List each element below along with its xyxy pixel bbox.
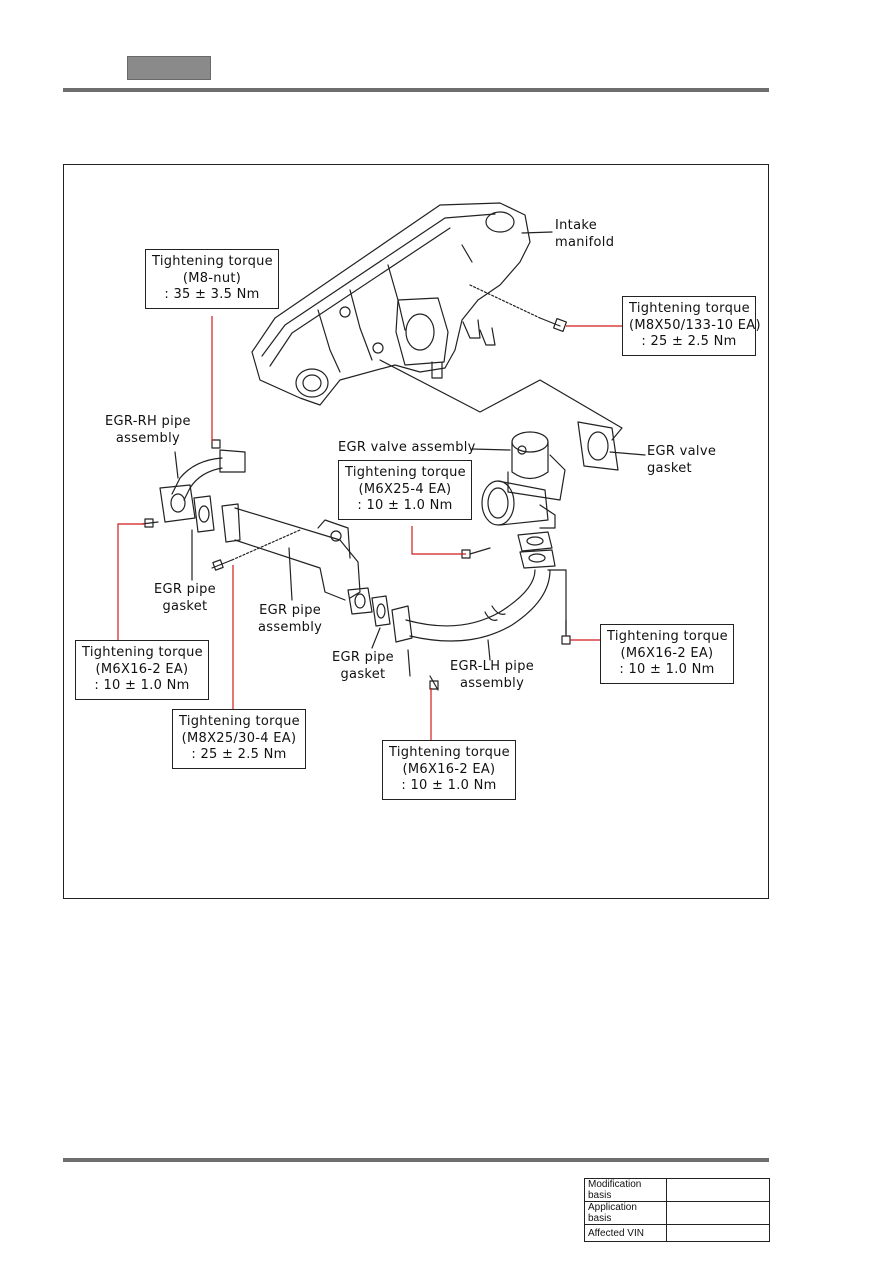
label-egr-lh-pipe: EGR-LH pipe assembly	[450, 659, 535, 691]
label-egr-valve-assembly: EGR valve assembly	[338, 440, 476, 455]
egr-rh-pipe-drawing	[159, 449, 246, 523]
label-intake-manifold: Intake manifold	[555, 218, 615, 250]
torque-callout-m8-nut: Tightening torque (M8-nut) : 35 ± 3.5 Nm	[145, 249, 279, 309]
table-row: Affected VIN	[584, 1224, 770, 1242]
torque-callout-m6x25: Tightening torque (M6X25-4 EA) : 10 ± 1.…	[338, 460, 472, 520]
label-egr-pipe-gasket-left: EGR pipe gasket	[154, 582, 216, 614]
egr-valve-gasket-drawing	[577, 421, 619, 471]
intake-manifold-drawing	[251, 202, 531, 406]
table-row: Application basis	[584, 1201, 770, 1225]
affected-vin-label: Affected VIN	[584, 1224, 667, 1242]
torque-callout-m8x25: Tightening torque (M8X25/30-4 EA) : 25 ±…	[172, 709, 306, 769]
modification-table: Modification basis Application basis Aff…	[584, 1178, 770, 1242]
application-basis-label: Application basis	[584, 1201, 667, 1225]
egr-pipe-drawing	[221, 503, 373, 615]
egr-lh-pipe-drawing	[391, 569, 551, 643]
header-rule	[63, 88, 769, 92]
label-egr-pipe-assembly: EGR pipe assembly	[258, 603, 323, 635]
modification-basis-value	[666, 1178, 770, 1202]
torque-callout-m6x16-bottom: Tightening torque (M6X16-2 EA) : 10 ± 1.…	[382, 740, 516, 800]
torque-callout-m8x50: Tightening torque (M8X50/133-10 EA) : 25…	[622, 296, 761, 356]
affected-vin-value	[666, 1224, 770, 1242]
label-egr-valve-gasket: EGR valve gasket	[647, 444, 717, 476]
torque-callout-m6x16-right: Tightening torque (M6X16-2 EA) : 10 ± 1.…	[600, 624, 734, 684]
table-row: Modification basis	[584, 1178, 770, 1202]
modification-basis-label: Modification basis	[584, 1178, 667, 1202]
diagram-frame	[63, 164, 769, 899]
footer-rule	[63, 1158, 769, 1162]
application-basis-value	[666, 1201, 770, 1225]
label-egr-pipe-gasket-mid: EGR pipe gasket	[332, 650, 394, 682]
section-tab	[127, 56, 211, 80]
egr-valve-drawing	[481, 431, 566, 529]
torque-callout-m6x16-left: Tightening torque (M6X16-2 EA) : 10 ± 1.…	[75, 640, 209, 700]
label-egr-rh-pipe: EGR-RH pipe assembly	[105, 414, 191, 446]
